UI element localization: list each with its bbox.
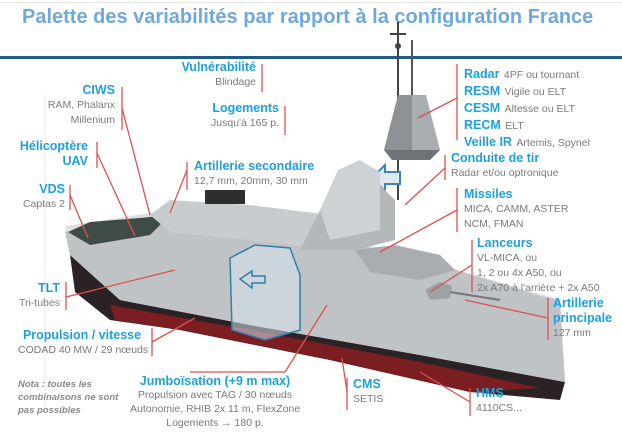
title-rule <box>0 56 622 59</box>
sensor-row: CESM Altesse ou ELT <box>464 100 590 117</box>
heading: CIWS <box>82 83 115 97</box>
heading: Vulnérabilité <box>181 60 256 74</box>
label-cms: CMS SETIS <box>353 377 383 407</box>
sensor-row: RECM ELT <box>464 117 590 134</box>
heading: Conduite de tir <box>451 151 540 165</box>
heading: CESM <box>464 101 501 115</box>
label-vulnerabilite: Vulnérabilité Blindage <box>181 60 256 90</box>
detail: Jusqu'à 165 p. <box>211 117 279 129</box>
detail: 4PF ou tournant <box>503 69 580 81</box>
detail: 4110CS... <box>476 402 522 414</box>
detail: Millenium <box>70 114 115 126</box>
label-helicoptere: Hélicoptère UAV <box>20 139 88 169</box>
label-hms: HMS 4110CS... <box>476 386 522 416</box>
label-lanceurs: Lanceurs VL-MICA, ou 1, 2 ou 4x A50, ou … <box>477 236 600 296</box>
heading: UAV <box>62 154 88 168</box>
detail: Altesse ou ELT <box>504 103 576 115</box>
heading: Lanceurs <box>477 236 533 250</box>
heading: Hélicoptère <box>19 139 88 153</box>
detail: Artemis, Spynel <box>516 137 590 149</box>
label-tlt: TLT Tri-tubes <box>19 281 60 311</box>
label-artillerie-secondaire: Artillerie secondaire 12,7 mm, 20mm, 30 … <box>194 159 314 189</box>
label-conduite-de-tir: Conduite de tir Radar et/ou optronique <box>451 151 558 181</box>
heading: HMS <box>476 386 504 400</box>
superstructure <box>150 200 330 250</box>
heading: TLT <box>38 281 60 295</box>
heading: principale <box>553 311 613 325</box>
sensor-row: Radar 4PF ou tournant <box>464 66 590 83</box>
heading: Veille IR <box>464 135 512 149</box>
detail: Blindage <box>215 76 256 88</box>
detail: Tri-tubes <box>18 297 60 309</box>
label-ciws: CIWS RAM, Phalanx Millenium <box>48 83 115 128</box>
helideck <box>68 215 170 245</box>
detail: Captas 2 <box>22 198 65 210</box>
detail: 1, 2 ou 4x A50, ou <box>477 267 562 279</box>
nota-line: pas possibles <box>18 405 81 416</box>
detail: VL-MICA, ou <box>477 252 538 264</box>
heading: VDS <box>39 182 65 196</box>
radar-pyramid <box>370 40 440 194</box>
detail: Logements → 180 p. <box>166 417 264 429</box>
detail: 2x A70 à l'arrière + 2x A50 <box>477 282 600 294</box>
heading: RESM <box>464 84 501 98</box>
label-propulsion: Propulsion / vitesse CODAD 40 MW / 29 nœ… <box>18 328 149 358</box>
detail: 12,7 mm, 20mm, 30 mm <box>194 175 308 187</box>
detail: Autonomie, RHIB 2x 11 m, FlexZone <box>130 403 301 415</box>
heading: Artillerie secondaire <box>194 159 315 173</box>
heading: Jumboïsation (+9 m max) <box>139 374 291 388</box>
nota-note: Nota : toutes les combinaisons ne sont p… <box>18 378 118 417</box>
detail: CODAD 40 MW / 29 nœuds <box>18 344 149 356</box>
label-sensors: Radar 4PF ou tournant RESM Vigile ou ELT… <box>464 66 590 151</box>
label-logements: Logements Jusqu'à 165 p. <box>211 101 279 131</box>
heading: Propulsion / vitesse <box>22 328 142 342</box>
page-title: Palette des variabilités par rapport à l… <box>22 6 594 28</box>
label-artillerie-principale: Artillerie principale 127 mm <box>553 296 612 341</box>
detail: MICA, CAMM, ASTER <box>464 203 569 215</box>
detail: Radar et/ou optronique <box>451 167 559 179</box>
detail: Vigile ou ELT <box>504 86 567 98</box>
heading: Missiles <box>464 187 513 201</box>
heading: RECM <box>464 118 501 132</box>
sensor-row: Veille IR Artemis, Spynel <box>464 134 590 151</box>
label-vds: VDS Captas 2 <box>23 182 65 212</box>
hull-side <box>65 215 565 382</box>
label-missiles: Missiles MICA, CAMM, ASTER NCM, FMAN <box>464 187 568 232</box>
heading: Logements <box>212 101 279 115</box>
hull-red <box>110 305 540 392</box>
heading: CMS <box>353 377 381 391</box>
hull-lower <box>70 255 565 400</box>
heading: Artillerie <box>553 296 604 310</box>
jumbo-module <box>229 244 301 341</box>
detail: ELT <box>505 120 524 132</box>
detail: SETIS <box>353 393 384 405</box>
detail: RAM, Phalanx <box>47 99 115 111</box>
detail: Propulsion avec TAG / 30 nœuds <box>137 389 293 401</box>
nota-line: Nota : toutes les <box>18 379 92 390</box>
heading: Radar <box>464 67 500 81</box>
detail: 127 mm <box>553 327 591 339</box>
sensor-row: RESM Vigile ou ELT <box>464 83 590 100</box>
detail: NCM, FMAN <box>464 218 524 230</box>
main-gun <box>425 282 452 300</box>
label-jumboisation: Jumboïsation (+9 m max) Propulsion avec … <box>130 374 300 430</box>
top-border <box>0 2 622 3</box>
nota-line: combinaisons ne sont <box>18 392 119 403</box>
leader-lines <box>65 64 549 416</box>
